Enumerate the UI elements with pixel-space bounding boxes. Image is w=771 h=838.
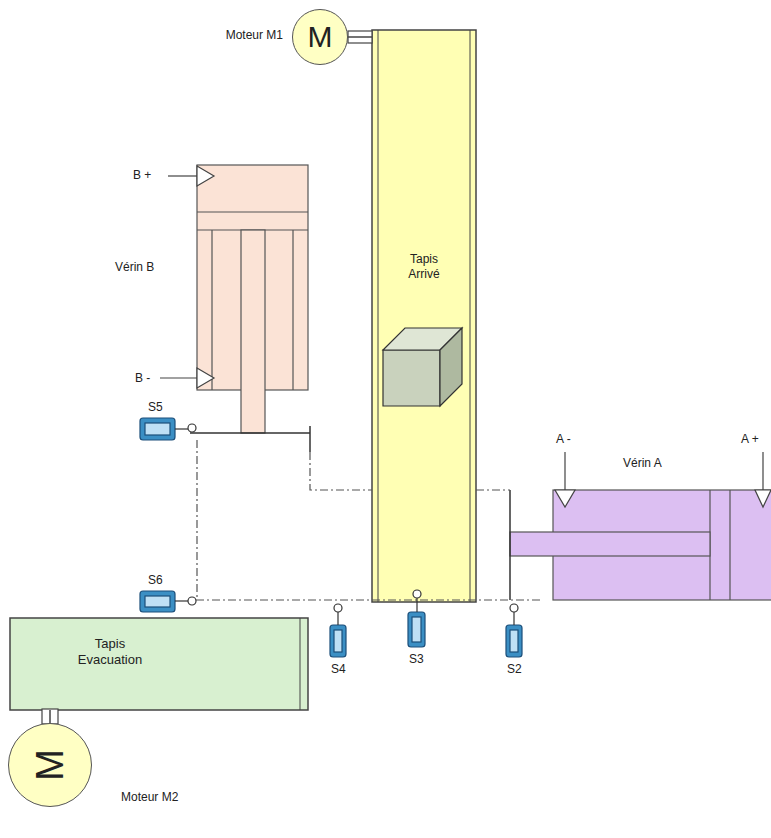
cylinder-b [190, 165, 310, 452]
belt-edge [470, 30, 471, 602]
cylinder-label: Vérin B [115, 260, 187, 275]
port-arrows [555, 452, 771, 507]
conveyor-belt: Tapis Arrivé [372, 30, 476, 602]
motor-label: Moteur M1 [163, 28, 283, 43]
sensor [408, 590, 425, 647]
cylinder-a [510, 490, 771, 600]
sensor-label: S2 [507, 662, 522, 676]
sensor-label: S4 [331, 662, 346, 676]
cylinder-body: Vérin B [197, 165, 308, 390]
motor-shaft [42, 709, 58, 724]
conveyor-belt: Tapis Evacuation [10, 618, 308, 710]
motor-symbol: M [9, 724, 91, 806]
conveyor-belt [10, 618, 308, 710]
sensor [506, 604, 522, 657]
belt-label: Tapis Evacuation [60, 636, 160, 669]
motor-symbol: M [293, 10, 347, 64]
sensor [140, 591, 196, 612]
motor-shaft [348, 31, 372, 43]
shaft-link [49, 710, 51, 723]
belt-label: Tapis Arrivé [384, 252, 464, 282]
motor-circle: MMoteur M2 [8, 723, 92, 807]
port-label: B + [133, 168, 151, 182]
port-arrows [160, 166, 214, 388]
cylinder-body: Vérin A [553, 490, 771, 600]
sensor-label: S3 [409, 652, 424, 666]
sensor-label: S5 [148, 400, 163, 414]
shaft-link [348, 36, 372, 38]
sensor [330, 604, 346, 657]
sensor [140, 418, 196, 440]
port-label: B - [135, 371, 150, 385]
belt-edge [378, 30, 379, 602]
port-label: A + [741, 432, 759, 446]
travel-line [196, 440, 540, 600]
motor-label: Moteur M2 [121, 790, 221, 805]
cylinder-label: Vérin A [623, 456, 703, 471]
sensor-label: S6 [148, 573, 163, 587]
belt-edge [300, 618, 301, 710]
motor-circle: Moteur M1M [292, 9, 348, 65]
port-label: A - [556, 432, 571, 446]
workpiece [383, 328, 462, 406]
conveyor-belt [372, 30, 476, 602]
